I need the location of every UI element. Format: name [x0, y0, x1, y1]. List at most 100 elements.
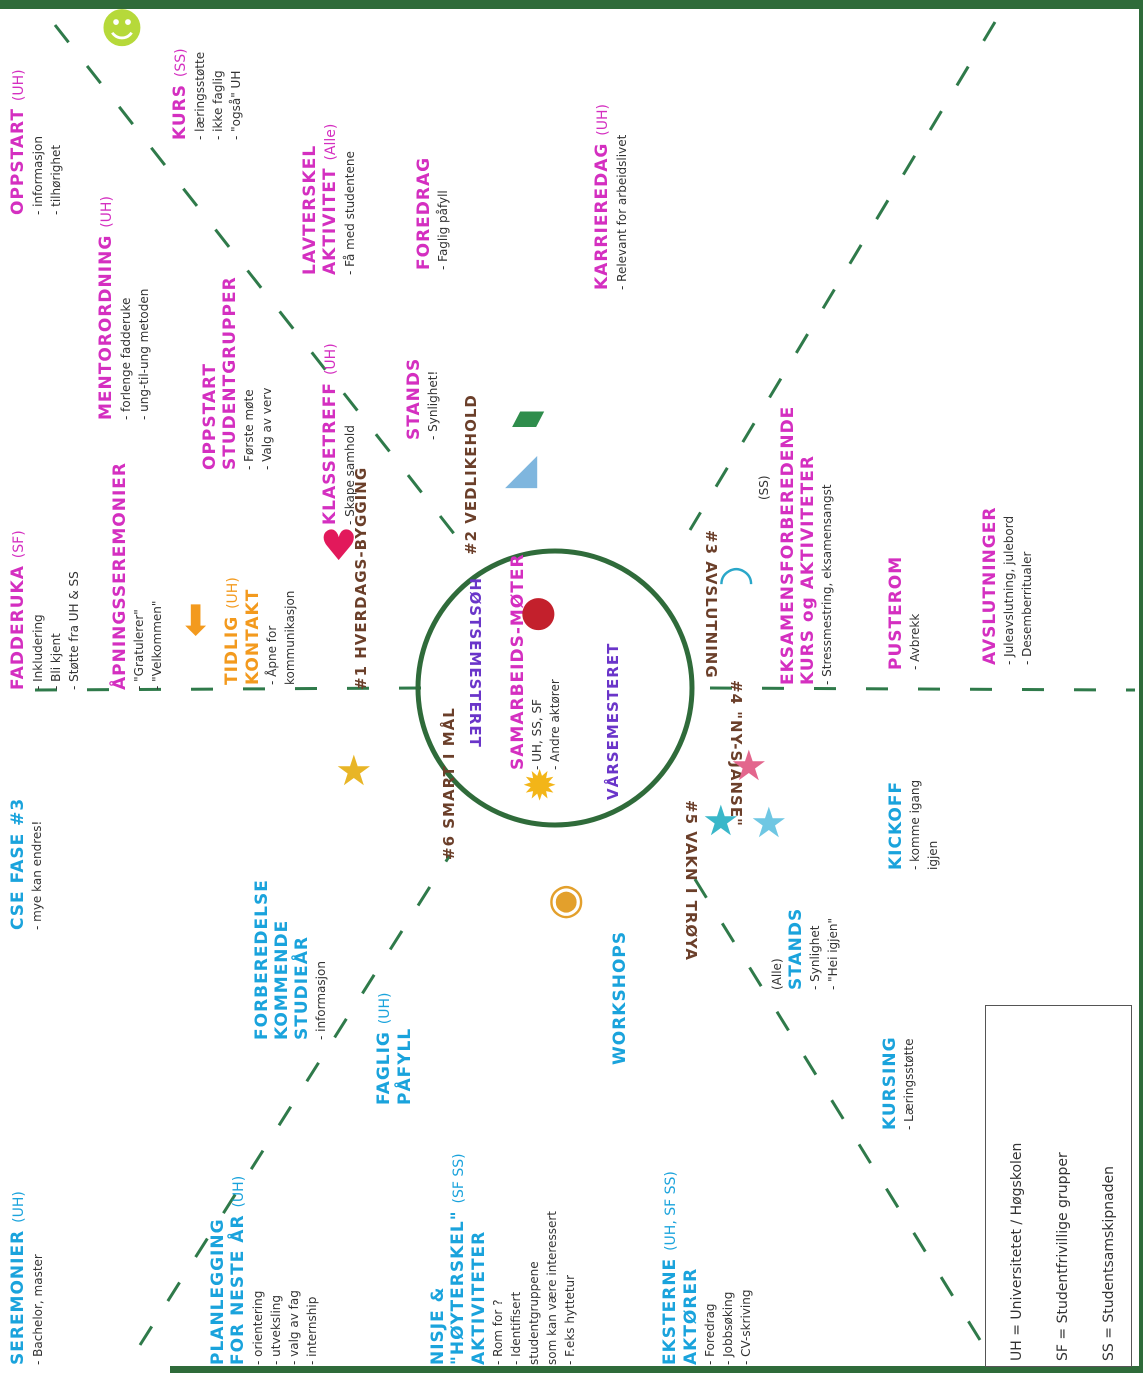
stands-autumn-block: STANDS - Synlighet! — [404, 358, 442, 440]
oppstart-uh-title: OPPSTART (UH) — [8, 69, 28, 215]
legend-item: SS = Studentsamskipnaden — [1101, 1165, 1117, 1361]
star-icon: ★ — [750, 798, 788, 847]
oppstart-sg-line: - Valg av verv — [260, 387, 274, 470]
nisje-line: - Rom for ? — [491, 1299, 505, 1365]
stands-spring-title: STANDS — [786, 907, 806, 990]
forberedelse-block: FORBEREDELSE KOMMENDE STUDIEÅR - informa… — [252, 879, 330, 1040]
center-circle — [415, 548, 695, 828]
kurs-block: KURS (SS) - læringsstøtte - ikke faglig … — [170, 48, 245, 140]
planlegging-line: - utveksling — [269, 1294, 283, 1365]
forberedelse-title3: STUDIEÅR — [292, 936, 312, 1040]
avslutninger-title: AVSLUTNINGER — [980, 506, 1000, 665]
nisje-block: NISJE & "HØYTERSKEL" (SF SS) AKTIVITETER… — [428, 1153, 579, 1365]
star-icon: ★ — [335, 746, 373, 795]
oppstart-uh-block: OPPSTART (UH) - informasjon - tilhørighe… — [8, 69, 65, 215]
workshops-block: WORKSHOPS — [610, 931, 630, 1065]
faglig-title2: PÅFYLL — [395, 1027, 415, 1105]
smiley-face-icon: ☻ — [100, 4, 144, 53]
planlegging-line: - internship — [305, 1296, 319, 1365]
foredrag-title: FOREDRAG — [414, 156, 434, 270]
kurs-title: KURS (SS) — [170, 48, 190, 140]
legend-list: UH = Universitetet / Høgskolen SF = Stud… — [994, 1143, 1132, 1361]
stands-spring-line: - Synlighet — [808, 925, 822, 990]
legend-item: UH = Universitetet / Høgskolen — [1009, 1142, 1025, 1361]
planlegging-title2: FOR NESTE ÅR (UH) — [228, 1175, 248, 1365]
eksterne-line: - Jobbsøking — [721, 1291, 735, 1365]
nisje-title3: AKTIVITETER — [469, 1230, 489, 1365]
book-icon: ▰ — [512, 391, 545, 440]
apning-title: ÅPNINGSSEREMONIER — [110, 461, 130, 690]
stands-autumn-line: - Synlighet! — [426, 370, 440, 440]
apple-icon: ● — [520, 586, 557, 635]
forberedelse-title: FORBEREDELSE — [252, 879, 272, 1040]
klassetreff-title: KLASSETREFF (UH) — [320, 343, 340, 525]
faglig-block: FAGLIG (UH) PÅFYLL — [374, 992, 415, 1105]
stands-spring-tag: (Alle) — [770, 958, 784, 990]
kickoff-line: - komme igang — [908, 779, 922, 870]
oppstart-uh-line: - tilhørighet — [49, 144, 63, 215]
lavterskel-line: - Få med studentene — [343, 151, 357, 275]
divider-lower-right — [678, 854, 982, 1341]
cse-block: CSE FASE #3 - mye kan endres! — [8, 798, 46, 930]
pusterom-title: PUSTEROM — [886, 555, 906, 670]
planlegging-title: PLANLEGGING — [208, 1218, 228, 1365]
kickoff-title: KICKOFF — [886, 780, 906, 870]
frame-top-border — [0, 0, 1143, 9]
eksamen-line: - Stressmestring, eksamensangst — [820, 484, 834, 685]
divider-upper-left — [53, 24, 457, 536]
frame-bottom-border — [170, 1366, 1143, 1373]
fadderuka-line: - Bli kjent — [49, 633, 63, 690]
legend-box: UH = Universitetet / Høgskolen SF = Stud… — [985, 1005, 1132, 1367]
nisje-line: - Identifisert — [509, 1291, 523, 1365]
foredrag-line: - Faglig påfyll — [436, 190, 450, 270]
planlegging-line: - valg av fag — [287, 1290, 301, 1365]
nisje-title2: "HØYTERSKEL" (SF SS) — [448, 1153, 468, 1365]
oppstart-sg-title: OPPSTART — [200, 363, 220, 470]
nisje-line: - F.eks hyttetur — [563, 1274, 577, 1365]
seremonier-title: SEREMONIER (UH) — [8, 1191, 28, 1365]
foredrag-block: FOREDRAG - Faglig påfyll — [414, 157, 452, 270]
pusterom-line: - Avbrekk — [908, 613, 922, 670]
eksamen-title: EKSAMENSFORBEREDENDE — [778, 405, 798, 685]
divider-upper-right — [688, 21, 997, 531]
star-icon: ★ — [702, 796, 740, 845]
forberedelse-line: - informasjon — [314, 961, 328, 1040]
stands-spring-block: (Alle) STANDS - Synlighet - "Hei igjen" — [768, 908, 842, 990]
stands-spring-line: - "Hei igjen" — [826, 917, 840, 990]
mentor-title: MENTORORDNING (UH) — [96, 196, 116, 420]
workshops-title: WORKSHOPS — [610, 930, 630, 1065]
pusterom-block: PUSTEROM - Avbrekk — [886, 556, 924, 670]
klassetreff-block: KLASSETREFF (UH) - Skape samhold — [320, 343, 359, 525]
tidlig-block: TIDLIG (UH) KONTAKT - Åpne for kommunika… — [222, 577, 299, 685]
oppstart-sg-title2: STUDENTGRUPPER — [220, 276, 240, 470]
eksterne-line: - CV-skriving — [739, 1289, 753, 1366]
phase-2-label: #2 VEDLIKEHOLD — [462, 394, 480, 555]
kickoff-block: KICKOFF - komme igang igjen — [886, 780, 942, 870]
karriere-block: KARRIEREDAG (UH) - Relevant for arbeidsl… — [592, 104, 631, 290]
karriere-line: - Relevant for arbeidslivet — [615, 134, 629, 290]
spring-semester-label: VÅRSEMESTERET — [604, 642, 622, 800]
lavterskel-title: LAVTERSKEL — [300, 144, 320, 275]
legend-item: SF = Studentfrivillige grupper — [1055, 1152, 1071, 1361]
avslutninger-line: - Desemberritualer — [1020, 551, 1034, 665]
nisje-line: studentgruppene — [527, 1261, 541, 1365]
nisje-line: som kan være interessert — [545, 1211, 559, 1365]
oppstart-studentgrupper-block: OPPSTART STUDENTGRUPPER - Første møte - … — [200, 276, 276, 470]
down-arrow-icon: ⬇ — [178, 596, 214, 645]
karriere-title: KARRIEREDAG (UH) — [592, 104, 612, 290]
eksterne-title2: AKTØRER — [681, 1267, 701, 1365]
fadderuka-block: FADDERUKA (SF) - Inkludering - Bli kjent… — [8, 530, 83, 690]
cse-line: - mye kan endres! — [30, 820, 44, 930]
frame-right-border — [1139, 0, 1143, 1373]
klassetreff-line: - Skape samhold — [343, 425, 357, 525]
bee-icon: ✹ — [522, 761, 558, 810]
heart-icon: ♥ — [320, 521, 358, 570]
apning-line: - "Gratulerer" — [132, 609, 146, 690]
kursing-title: KURSING — [880, 1036, 900, 1130]
oppstart-sg-line: - Første møte — [242, 389, 256, 470]
avslutninger-block: AVSLUTNINGER - Juleavslutning, julebord … — [980, 507, 1036, 665]
kursing-line: - Læringsstøtte — [902, 1038, 916, 1130]
planlegging-line: - orientering — [251, 1290, 265, 1365]
fadderuka-line: - Støtte fra UH & SS — [67, 571, 81, 690]
